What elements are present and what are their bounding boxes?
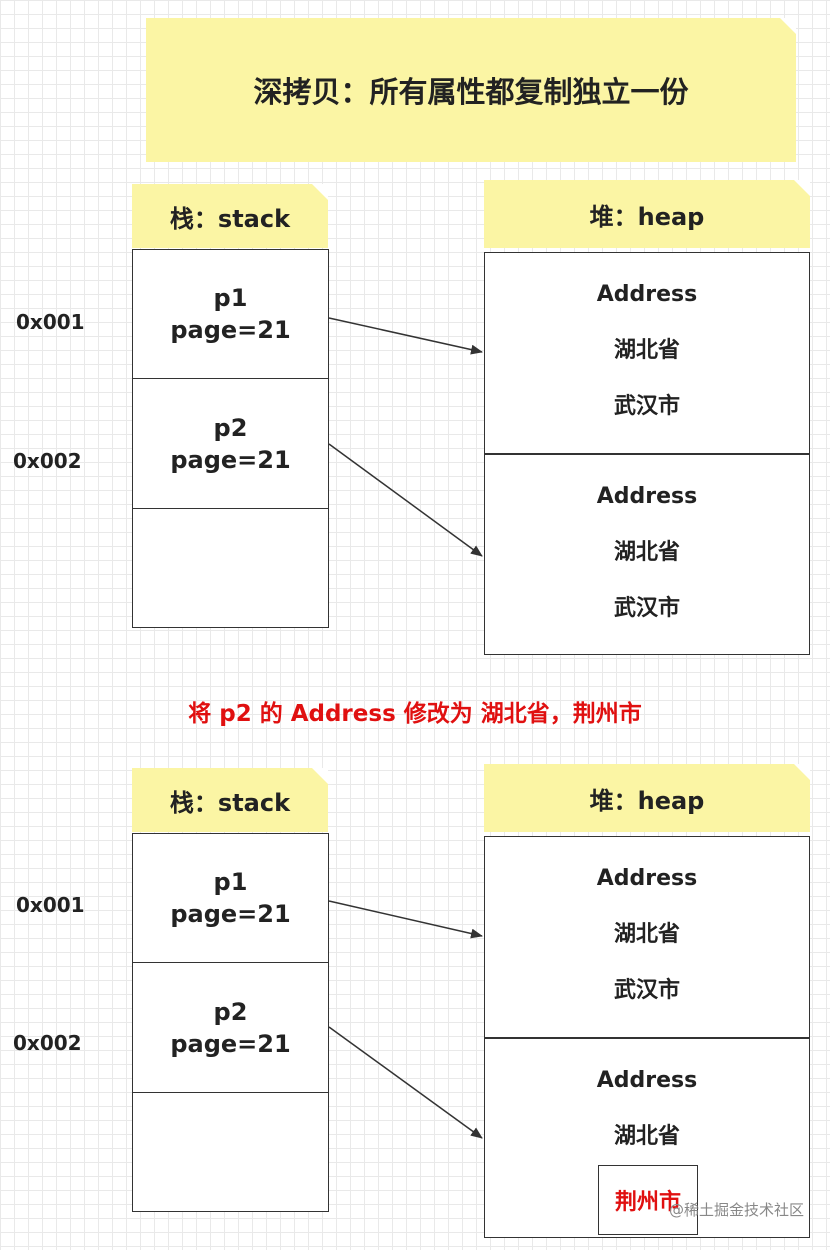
var-name: p2 [213,997,248,1026]
page-title: 深拷贝：所有属性都复制独立一份 [253,75,689,109]
change-caption: 将 p2 的 Address 修改为 湖北省，荆州市 [188,701,642,727]
heap-province: 湖北省 [613,1124,680,1149]
watermark: @稀土掘金技术社区 [668,1201,804,1219]
stack-cell-empty [132,1092,329,1212]
var-name: p1 [213,868,248,896]
stack-cell-p1: p1 page=21 [132,833,329,963]
heap-cell-2: Address 湖北省 武汉市 [484,454,810,655]
arrow-p2-before [328,443,483,557]
var-field: page=21 [170,316,291,344]
arrow-p1-after [328,900,483,939]
heap-province: 湖北省 [613,922,680,947]
stack-cell-p2: p2 page=21 [132,378,329,509]
heap-label: Address [596,282,698,307]
heap-header-after: 堆：heap [484,764,810,832]
address-label: 0x001 [16,310,85,334]
heap-province: 湖北省 [613,540,680,565]
arrow-p2-after [328,1026,483,1139]
address-label: 0x001 [16,893,85,917]
stack-header-after: 栈：stack [132,768,328,832]
heap-header-before: 堆：heap [484,180,810,248]
modified-city: 荆州市 [598,1165,698,1235]
var-name: p2 [213,413,248,442]
stack-header-before: 栈：stack [132,184,328,248]
var-field: page=21 [170,445,291,474]
heap-cell-1: Address 湖北省 武汉市 [484,252,810,454]
var-field: page=21 [170,900,291,928]
heap-label: Address [596,1068,698,1093]
arrow-p1-before [328,317,483,355]
var-field: page=21 [170,1029,291,1058]
heap-cell-1: Address 湖北省 武汉市 [484,836,810,1038]
title-note: 深拷贝：所有属性都复制独立一份 [146,18,796,162]
heap-city: 武汉市 [613,978,680,1003]
address-label: 0x002 [13,449,82,473]
heap-label: Address [596,866,698,891]
stack-cell-empty [132,508,329,628]
heap-city: 武汉市 [613,394,680,419]
stack-cell-p1: p1 page=21 [132,249,329,379]
heap-city: 武汉市 [613,596,680,621]
var-name: p1 [213,284,248,312]
heap-label: Address [596,484,698,509]
heap-province: 湖北省 [613,338,680,363]
address-label: 0x002 [13,1031,82,1055]
